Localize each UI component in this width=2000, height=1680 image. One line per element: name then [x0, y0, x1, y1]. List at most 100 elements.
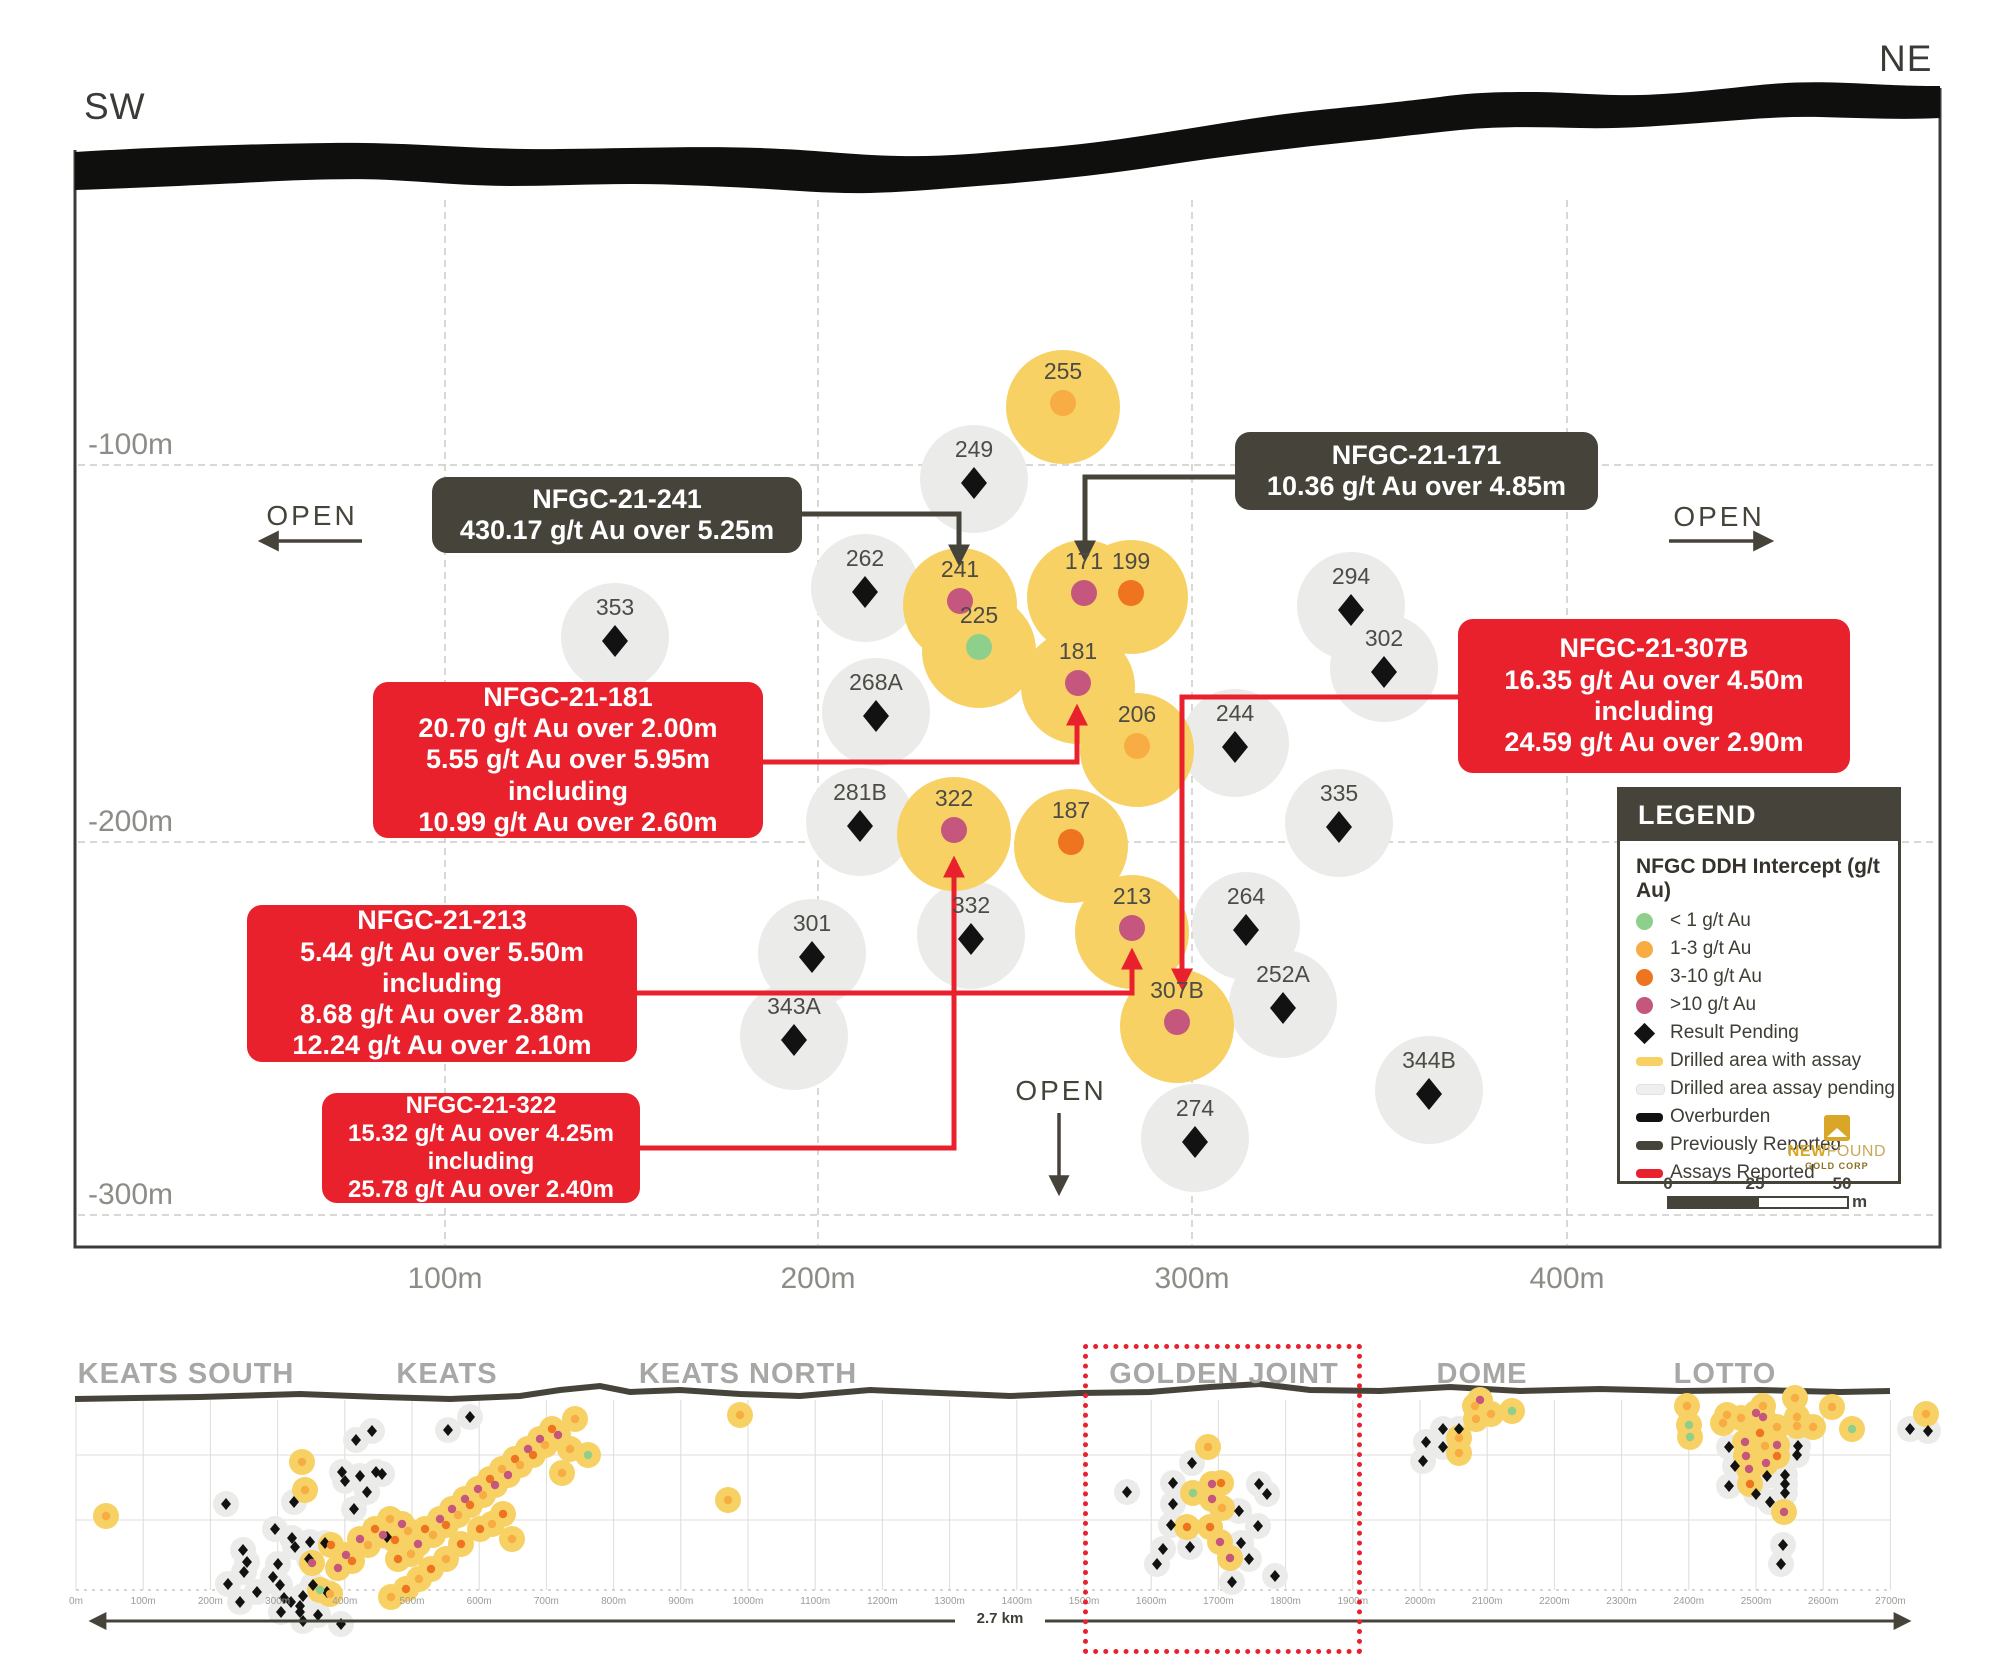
strip-intercept-dot	[478, 1490, 488, 1500]
strip-tick-label: 1100m	[800, 1596, 831, 1607]
strip-tick-label: 1800m	[1270, 1596, 1301, 1607]
strip-tick-label: 900m	[668, 1596, 694, 1607]
strip-intercept-dot	[307, 1558, 317, 1568]
hole-label-322: 322	[935, 785, 973, 811]
strip-pending-diamond	[1168, 1498, 1178, 1510]
hole-label-225: 225	[960, 602, 998, 628]
logo-name: NEWFOUND	[1787, 1143, 1886, 1160]
strip-intercept-dot	[523, 1444, 533, 1454]
strip-intercept-dot	[386, 1592, 396, 1602]
legend-swatch-shape	[1636, 996, 1653, 1014]
strip-intercept-dot	[1207, 1479, 1217, 1489]
strip-intercept-dot	[1684, 1420, 1694, 1430]
y-axis-label: -100m	[88, 428, 174, 461]
legend-bar-icon	[1636, 1112, 1670, 1122]
pending-diamond-302	[1371, 656, 1397, 688]
legend-bar-icon	[1636, 1056, 1670, 1066]
strip-intercept-dot	[1718, 1418, 1728, 1428]
callout-line-NFGC-21-171	[1073, 474, 1235, 563]
strip-pending-diamond	[287, 1532, 297, 1544]
strip-intercept-dot	[453, 1510, 463, 1520]
callout-line-text: 24.59 g/t Au over 2.90m	[1504, 727, 1804, 758]
callout-line-text: 15.32 g/t Au over 4.25m	[348, 1120, 614, 1148]
hole-label-264: 264	[1227, 883, 1266, 909]
strip-pending-diamond	[239, 1566, 249, 1578]
legend-item-label: 1-3 g/t Au	[1670, 938, 1752, 959]
legend-bar-icon	[1636, 1083, 1670, 1095]
strip-tick-label: 2400m	[1673, 1596, 1705, 1607]
legend-swatch-shape	[1636, 1140, 1663, 1150]
hole-label-171: 171	[1065, 548, 1103, 574]
strip-intercept-dot	[1215, 1537, 1225, 1547]
callout-line-NFGC-21-307B	[1170, 694, 1458, 991]
pending-diamond-343A	[781, 1024, 807, 1056]
strip-pending-diamond	[362, 1486, 372, 1498]
intercept-dot-171	[1071, 580, 1097, 606]
legend-item: Previously Reported	[1620, 1131, 1898, 1159]
intercept-dot-187	[1058, 829, 1084, 855]
strip-intercept-dot	[397, 1519, 407, 1529]
strip-intercept-dot	[1225, 1553, 1235, 1563]
hole-label-241: 241	[941, 556, 979, 582]
pending-diamond-244	[1222, 731, 1248, 763]
callout-line-text: NFGC-21-241	[532, 483, 702, 514]
callout-line-NFGC-21-241	[802, 511, 971, 567]
strip-pending-diamond	[349, 1503, 359, 1515]
strip-pending-diamond	[1421, 1436, 1431, 1448]
strip-tick-label: 800m	[601, 1596, 627, 1607]
strip-intercept-dot	[570, 1414, 580, 1424]
callout-line-text: including	[427, 1148, 535, 1175]
strip-intercept-dot	[378, 1530, 388, 1540]
legend-item: 1-3 g/t Au	[1620, 935, 1898, 963]
strip-pending-diamond	[351, 1434, 361, 1446]
callout-line-text: 16.35 g/t Au over 4.50m	[1504, 664, 1804, 695]
callout-line-text: NFGC-21-171	[1331, 439, 1502, 470]
strip-pending-diamond	[1730, 1460, 1740, 1472]
strip-tick-label: 2200m	[1539, 1596, 1570, 1607]
y-axis-label: -300m	[88, 1178, 174, 1211]
strip-tick-label: 1900m	[1337, 1596, 1369, 1607]
intercept-dot-199	[1118, 580, 1144, 606]
strip-intercept-dot	[1471, 1414, 1481, 1424]
hole-label-262: 262	[846, 545, 884, 571]
strip-pending-diamond	[1234, 1505, 1244, 1517]
callout-line-text: 430.17 g/t Au over 5.25m	[459, 515, 775, 545]
strip-pending-diamond	[270, 1523, 280, 1535]
legend-swatch-shape	[1636, 1168, 1663, 1178]
callout-line-NFGC-21-181	[763, 703, 1089, 765]
strip-pending-diamond	[1122, 1486, 1132, 1498]
strip-pending-diamond	[305, 1536, 315, 1548]
strip-pending-diamond	[443, 1424, 453, 1436]
open-label: OPEN	[1673, 501, 1765, 532]
strip-pending-diamond	[273, 1558, 283, 1570]
hole-label-294: 294	[1332, 563, 1371, 589]
callout-line-text: 10.99 g/t Au over 2.60m	[418, 806, 718, 837]
legend-dot-icon	[1636, 968, 1670, 986]
callout-line-text: NFGC-21-307B	[1559, 633, 1749, 664]
strip-intercept-dot	[565, 1444, 575, 1454]
strip-intercept-dot	[1761, 1458, 1771, 1468]
strip-tick-label: 1200m	[867, 1596, 898, 1607]
hole-label-302: 302	[1365, 625, 1403, 651]
strip-pending-diamond	[252, 1586, 262, 1598]
legend: LEGEND NFGC DDH Intercept (g/t Au) < 1 g…	[1617, 787, 1901, 1184]
strip-pending-diamond	[1253, 1520, 1263, 1532]
strip-intercept-dot	[1216, 1478, 1226, 1488]
pending-diamond-332	[958, 923, 984, 955]
legend-bar-icon	[1636, 1168, 1670, 1178]
strip-pending-diamond	[286, 1596, 296, 1608]
strip-pending-diamond	[465, 1411, 475, 1423]
strip-intercept-dot	[441, 1554, 451, 1564]
scalebar-filled-segment	[1667, 1196, 1759, 1209]
strip-intercept-dot	[473, 1484, 483, 1494]
strip-pending-diamond	[308, 1579, 318, 1591]
callout-line-NFGC-21-322	[640, 855, 966, 1151]
strip-intercept-dot	[403, 1526, 413, 1536]
strip-intercept-dot	[540, 1440, 550, 1450]
strip-pending-diamond	[268, 1571, 278, 1583]
strip-tick-label: 400m	[332, 1596, 358, 1607]
strip-intercept-dot	[1470, 1401, 1480, 1411]
